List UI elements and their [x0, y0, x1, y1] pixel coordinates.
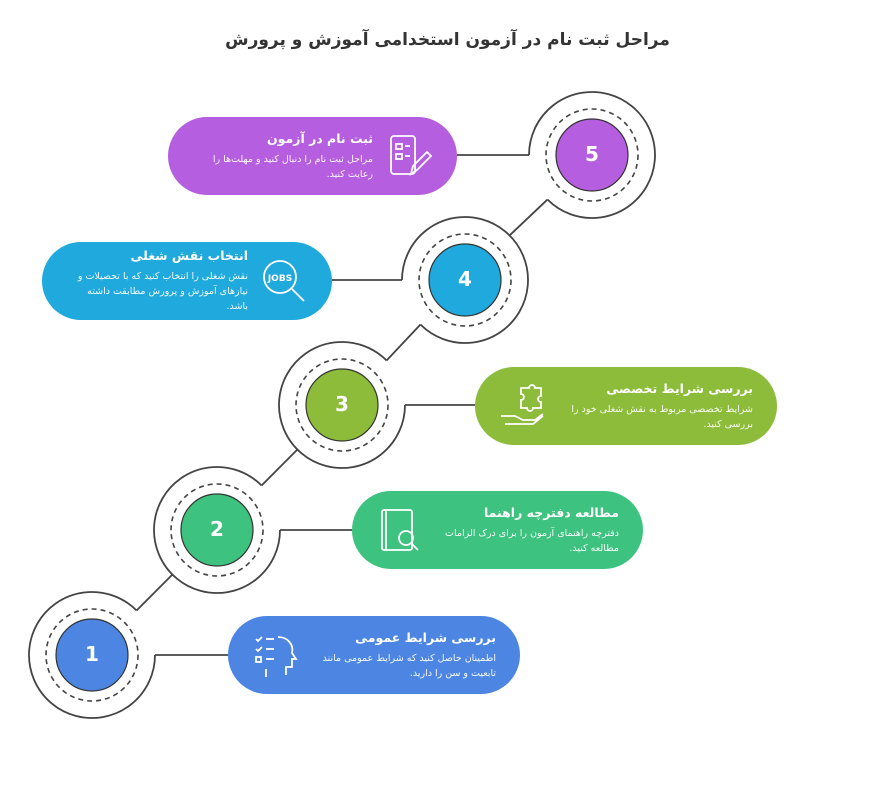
step-circle-3 [305, 368, 379, 442]
dashed-ring-2 [170, 483, 264, 577]
step-circle-4 [428, 243, 502, 317]
step-link-4 [385, 323, 422, 362]
step-card-5: ثبت نام در آزمون مراحل ثبت نام را دنبال ک… [168, 117, 457, 195]
step-number-5: 5 [585, 142, 599, 166]
step-description: شرایط تخصصی مربوط به نقش شغلی خود را برر… [571, 403, 753, 430]
dashed-ring-4 [418, 233, 512, 327]
step-description: دفترچه راهنمای آزمون را برای درک الزامات… [445, 527, 619, 554]
step-number-3: 3 [335, 392, 349, 416]
step-title: ثبت نام در آزمون [267, 130, 373, 146]
step-description: مراحل ثبت نام را دنبال کنید و مهلت‌ها را… [212, 153, 373, 180]
outer-ring-2 [153, 466, 281, 594]
step-number-1: 1 [85, 642, 99, 666]
step-link-5 [508, 198, 549, 237]
dashed-ring-3 [295, 358, 389, 452]
step-card-4: JOBS انتخاب نقش شغلی نقش شغلی را انتخاب کن… [42, 242, 332, 320]
step-description: نقش شغلی را انتخاب کنید که با تحصیلات و … [77, 271, 248, 312]
step-link-2 [135, 573, 174, 612]
step-circle-1 [55, 618, 129, 692]
outer-ring-5 [528, 91, 656, 219]
puzzle-hand-icon [501, 384, 544, 425]
step-title: انتخاب نقش شغلی [130, 248, 248, 263]
step-circle-2 [180, 493, 254, 567]
step-number-2: 2 [210, 517, 224, 541]
dashed-ring-5 [545, 108, 639, 202]
svg-text:JOBS: JOBS [267, 274, 292, 284]
step-number-4: 4 [458, 267, 472, 291]
step-circle-5 [555, 118, 629, 192]
jobs-search-icon: JOBS [263, 260, 305, 302]
step-title: بررسی شرایط تخصصی [606, 380, 753, 396]
step-title: بررسی شرایط عمومی [355, 629, 496, 645]
book-search-icon [381, 509, 419, 551]
step-title: مطالعه دفترچه راهنما [483, 504, 619, 520]
step-card-2: مطالعه دفترچه راهنما دفترچه راهنمای آزمون… [352, 491, 643, 569]
checklist-head-icon [255, 636, 298, 677]
step-card-1: بررسی شرایط عمومی اطمینان حاصل کنید که شر… [228, 616, 520, 694]
diagram-title: مراحل ثبت نام در آزمون استخدامی آموزش و … [225, 30, 670, 50]
outer-ring-4 [401, 216, 529, 344]
step-description: اطمینان حاصل کنید که شرایط عمومی مانند ت… [322, 652, 496, 679]
form-pencil-icon [390, 135, 433, 177]
step-link-3 [260, 448, 299, 487]
step-card-3: بررسی شرایط تخصصی شرایط تخصصی مربوط به نق… [475, 367, 777, 445]
dashed-ring-1 [45, 608, 139, 702]
outer-ring-1 [28, 591, 156, 719]
outer-ring-3 [278, 341, 406, 469]
